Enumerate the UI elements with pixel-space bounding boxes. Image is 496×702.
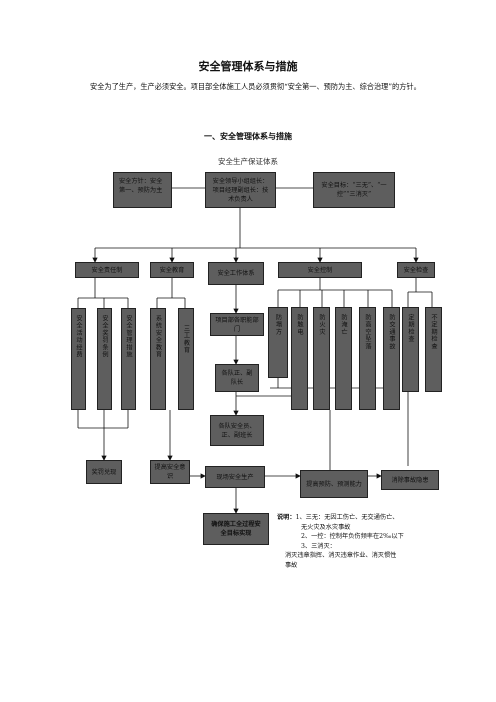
- work-system-label: 安全工作体系: [217, 270, 255, 277]
- ctl-falling: 防高空坠落: [359, 307, 376, 410]
- page-title: 安全管理体系与措施: [198, 60, 298, 73]
- work-team-leaders: 各队正、副队长: [215, 364, 259, 392]
- resp-reward-rules: 安全奖罚条例: [97, 308, 112, 410]
- site-safety-box: 现场安全生产: [205, 466, 265, 488]
- responsibility-box: 安全责任制: [75, 262, 139, 278]
- chk-irregular: 不定期检查: [425, 307, 442, 392]
- note-4: 消灭违章指挥、消灭违章作业、消灭惯性: [285, 552, 397, 559]
- ctl-fire: 防火灾: [313, 307, 330, 410]
- education-label: 安全教育: [159, 266, 185, 274]
- ctl-landslide: 防塌方: [268, 307, 288, 378]
- note-1: 1、三无：无因工伤亡、无交通伤亡、: [295, 514, 399, 521]
- notes-label: 说明：: [277, 514, 296, 521]
- responsibility-label: 安全责任制: [91, 266, 123, 274]
- chart-title: 安全生产保证体系: [218, 157, 278, 166]
- awareness-box: 提高安全意识: [150, 460, 190, 484]
- goal-text: 安全目标：“三无”、“一控”“三消灭”: [321, 182, 387, 198]
- ctl-electric-shock: 防触电: [291, 307, 308, 410]
- work-system-box: 安全工作体系: [208, 262, 264, 285]
- work-safety-officers: 各队安全员、正、副班长: [210, 415, 264, 446]
- note-5: 事故: [285, 561, 298, 569]
- leader-text: 安全领导小组组长：项目经理副组长：技术负责人: [212, 177, 269, 203]
- control-box: 安全控制: [278, 262, 362, 278]
- leader-box: 安全领导小组组长：项目经理副组长：技术负责人: [205, 172, 276, 208]
- notes-block: 说明：1、三无：无因工伤亡、无交通伤亡、 无火灾及水灾事故 2、一控：控制年负伤…: [277, 513, 457, 570]
- goal-box: 安全目标：“三无”、“一控”“三消灭”: [313, 172, 395, 208]
- ctl-drowning: 防淹亡: [335, 307, 352, 410]
- note-1b: 无火灾及水灾事故: [301, 523, 351, 531]
- work-departments: 项目部各职能部门: [210, 313, 264, 336]
- resp-activity-funds: 安全活动经费: [71, 308, 86, 410]
- edu-systematic: 系统安全教育: [150, 308, 166, 410]
- policy-box: 安全方针：安全第一、预防为主: [113, 172, 172, 208]
- edu-three-level: 三工教育: [178, 308, 194, 410]
- note-3: 3、三消灭：: [301, 542, 336, 550]
- resp-management-measures: 安全管理措施: [121, 308, 136, 410]
- education-box: 安全教育: [150, 262, 194, 278]
- inspection-label: 安全检查: [403, 266, 429, 274]
- control-label: 安全控制: [307, 266, 333, 274]
- chk-periodic: 定期检查: [402, 307, 419, 392]
- reward-box: 奖罚兑现: [86, 460, 122, 484]
- ability-box: 提高预防、预测能力: [300, 470, 368, 498]
- inspection-box: 安全检查: [397, 262, 435, 278]
- ensure-goal-box: 确保施工全过程安全目标实现: [203, 513, 269, 545]
- eliminate-box: 消除事故隐患: [381, 470, 439, 490]
- note-2: 2、一控：控制年负伤频率在2‰以下: [301, 533, 404, 540]
- section-heading: 一、安全管理体系与措施: [204, 132, 292, 141]
- intro-paragraph: 安全为了生产，生产必须安全。项目部全体施工人员必须贯彻“安全第一、预防为主、综合…: [90, 82, 421, 91]
- ctl-traffic: 防交通事故: [383, 307, 400, 410]
- policy-text: 安全方针：安全第一、预防为主: [119, 178, 163, 194]
